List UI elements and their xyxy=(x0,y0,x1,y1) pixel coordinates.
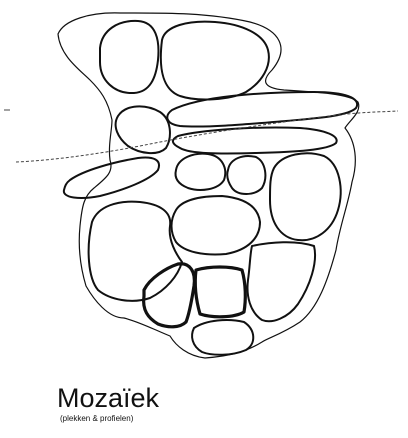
patch-right-oval xyxy=(270,153,341,240)
patch-center xyxy=(172,196,261,255)
patch-bottom-right xyxy=(248,242,316,321)
patch-small-right xyxy=(227,156,265,194)
outer-boundary xyxy=(58,13,359,358)
patch-lens-lower xyxy=(173,127,337,153)
patch-top-left xyxy=(100,21,158,93)
diagram-subtitle: (plekken & profielen) xyxy=(60,414,133,424)
patch-bottom-center xyxy=(195,267,245,317)
patch-left-long xyxy=(64,158,159,199)
patch-left-lower xyxy=(89,202,182,301)
patch-lens-upper xyxy=(167,92,357,127)
patch-top-center xyxy=(161,22,269,100)
patch-lowest xyxy=(192,320,253,355)
diagram-title: Mozaïek xyxy=(57,383,159,413)
patch-bottom-left xyxy=(144,264,195,327)
patch-left-middle xyxy=(116,106,170,153)
patch-small-center xyxy=(176,154,226,190)
